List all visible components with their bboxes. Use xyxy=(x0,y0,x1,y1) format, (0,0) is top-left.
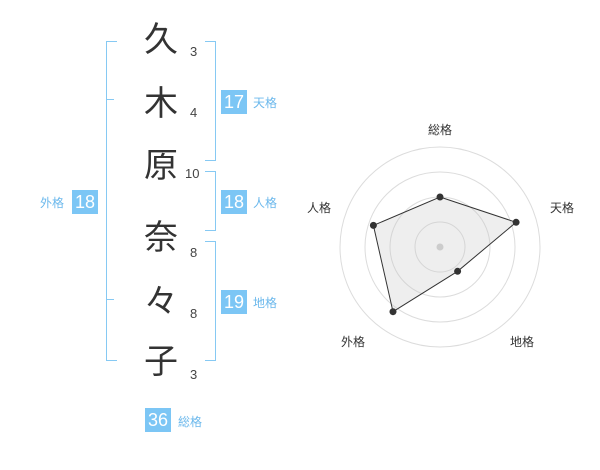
radar-center-dot xyxy=(436,243,444,251)
radar-point-3 xyxy=(389,308,397,316)
name-char-1: 久 xyxy=(144,20,178,60)
name-char-2: 木 xyxy=(144,84,178,124)
radar-axis-label-jinkaku: 人格 xyxy=(307,201,332,215)
radar-axis-label-gaikaku: 外格 xyxy=(341,335,366,349)
stroke-count-6: 3 xyxy=(190,367,198,382)
name-char-6: 子 xyxy=(144,342,178,382)
jinkaku-label: 人格 xyxy=(253,196,278,210)
radar-point-0 xyxy=(436,193,444,201)
name-char-5: 々 xyxy=(144,282,178,322)
gaikaku-bracket-tick xyxy=(106,99,114,100)
stroke-count-2: 4 xyxy=(190,105,198,120)
radar-ring xyxy=(364,171,516,323)
radar-axis-label-chikaku: 地格 xyxy=(510,335,535,349)
stroke-count-3: 10 xyxy=(185,166,200,181)
gaikaku-bracket-tick xyxy=(106,299,114,300)
tenkaku-label: 天格 xyxy=(253,96,278,110)
chikaku-value-badge: 19 xyxy=(221,290,247,314)
radar-point-1 xyxy=(512,218,520,226)
jinkaku-value-badge: 18 xyxy=(221,190,247,214)
gaikaku-label: 外格 xyxy=(40,196,65,210)
soukaku-value-badge: 36 xyxy=(145,408,171,432)
stroke-count-1: 3 xyxy=(190,44,198,59)
stroke-count-4: 8 xyxy=(190,245,198,260)
soukaku-label: 総格 xyxy=(178,415,203,429)
gaikaku-value-badge: 18 xyxy=(72,190,98,214)
name-char-3: 原 xyxy=(144,146,178,186)
stroke-count-5: 8 xyxy=(190,306,198,321)
radar-axis-label-soukaku: 総格 xyxy=(428,123,453,137)
chikaku-bracket xyxy=(205,241,216,361)
chikaku-label: 地格 xyxy=(253,296,278,310)
name-char-4: 奈 xyxy=(144,218,178,258)
tenkaku-bracket xyxy=(205,41,216,161)
tenkaku-value-badge: 17 xyxy=(221,90,247,114)
radar-ring xyxy=(414,221,466,273)
radar-point-2 xyxy=(454,267,462,275)
radar-axis-label-tenkaku: 天格 xyxy=(550,201,575,215)
radar-series-polygon xyxy=(372,196,518,313)
gaikaku-bracket xyxy=(106,41,117,361)
jinkaku-bracket xyxy=(205,171,216,231)
radar-point-4 xyxy=(369,221,377,229)
